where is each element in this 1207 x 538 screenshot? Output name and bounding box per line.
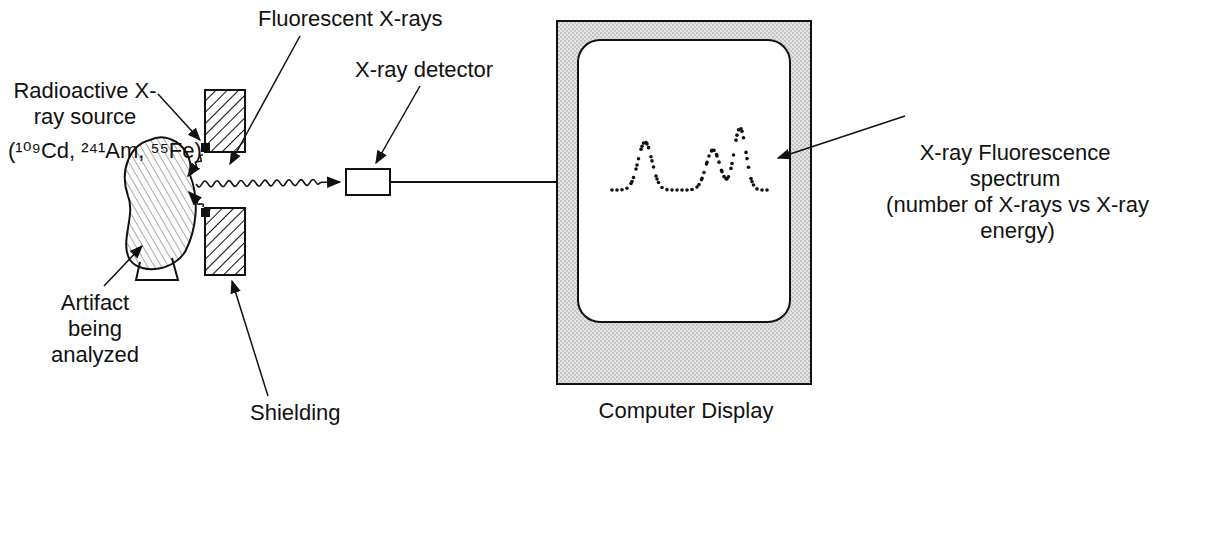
callout-label: Fluorescent X-rays: [258, 6, 443, 32]
leader-line: [158, 94, 200, 140]
leader-line: [376, 86, 420, 163]
callout-label: Artifact being analyzed: [45, 290, 145, 368]
node-label: Computer Display: [558, 398, 814, 424]
display-box: Computer Display: [556, 20, 812, 385]
source-pellet: [201, 143, 210, 152]
callout-label: Shielding: [250, 400, 341, 426]
callout-label: (¹⁰⁹Cd, ²⁴¹Am, ⁵⁵Fe): [8, 138, 202, 164]
leader-line: [778, 116, 905, 158]
display-frame: [556, 20, 812, 385]
source-pellet: [201, 208, 210, 217]
spectrum-dots: [610, 127, 769, 192]
leader-line: [232, 281, 268, 396]
cable-line: [391, 181, 556, 183]
callout-label: Radioactive X-ray source: [10, 78, 160, 130]
shielding-block: [205, 90, 245, 152]
callout-label: (number of X-rays vs X-ray energy): [885, 192, 1150, 244]
leader-line: [104, 246, 142, 286]
artifact-base: [136, 258, 178, 280]
node-label: X-ray detector: [355, 57, 493, 83]
detector-box: X-ray detector: [345, 168, 391, 196]
x-ray-waves: [188, 155, 340, 207]
shielding-block: [205, 208, 245, 275]
display-screen: [578, 40, 790, 322]
leader-line: [230, 36, 300, 164]
callout-label: X-ray Fluorescence spectrum: [895, 140, 1135, 192]
